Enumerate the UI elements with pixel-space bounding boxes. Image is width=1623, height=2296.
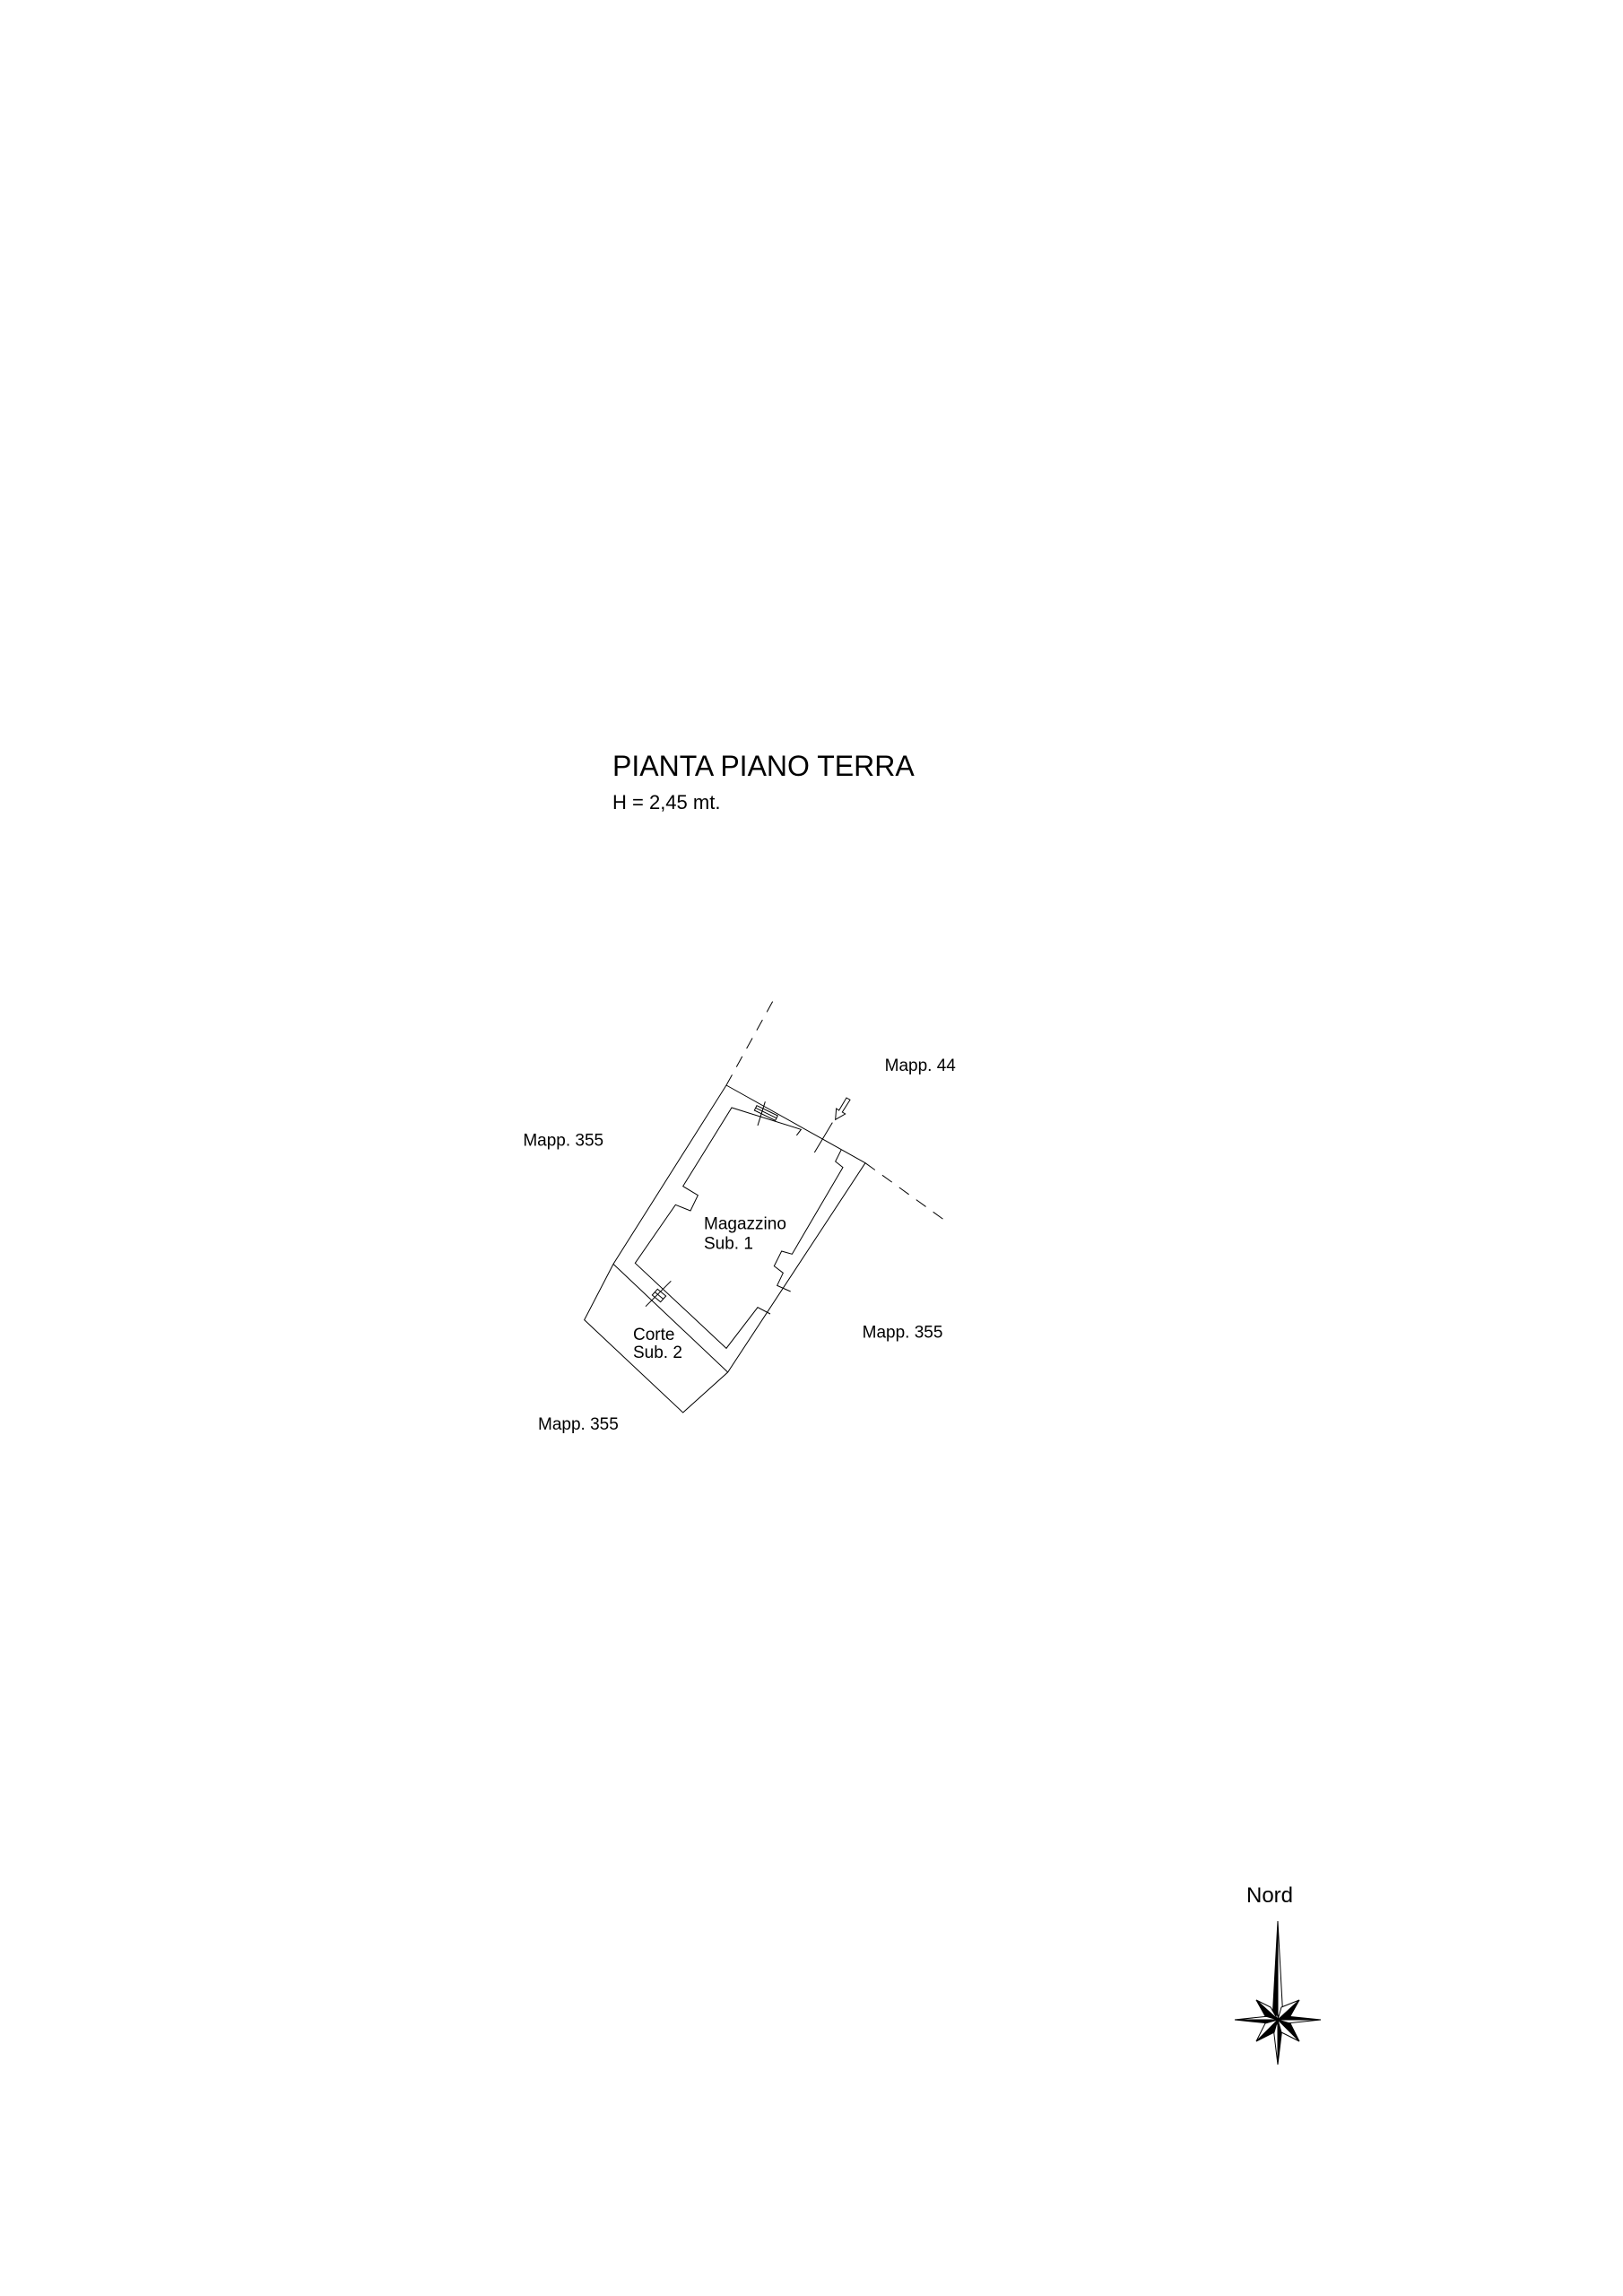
property-boundary: [584, 1084, 866, 1413]
door-corte: [645, 1280, 672, 1308]
window-top: [753, 1101, 779, 1126]
entrance-door: [813, 1122, 833, 1153]
corte-divider: [612, 1263, 729, 1373]
label-mapp-355-east: Mapp. 355: [863, 1324, 943, 1343]
room-name-corte: Corte: [633, 1326, 674, 1344]
room-sub-corte: Sub. 2: [633, 1344, 682, 1362]
label-mapp-355-west: Mapp. 355: [523, 1131, 603, 1150]
label-mapp-44: Mapp. 44: [885, 1057, 957, 1075]
floor-plan: Mapp. 44 Mapp. 355 Magazzino Sub. 1 Cort…: [523, 1001, 957, 1434]
height-note: H = 2,45 mt.: [612, 791, 721, 813]
entrance-arrow-icon: [835, 1097, 851, 1121]
label-mapp-355-south: Mapp. 355: [538, 1415, 619, 1434]
room-name-magazzino: Magazzino: [704, 1215, 786, 1234]
compass-label: Nord: [1246, 1883, 1294, 1908]
boundary-dashed-lines: [725, 1001, 947, 1222]
inner-walls: [634, 1107, 844, 1350]
drawing-title: PIANTA PIANO TERRA: [612, 750, 915, 782]
north-arrow-compass-icon: [1234, 1920, 1322, 2066]
room-sub-magazzino: Sub. 1: [704, 1234, 753, 1253]
